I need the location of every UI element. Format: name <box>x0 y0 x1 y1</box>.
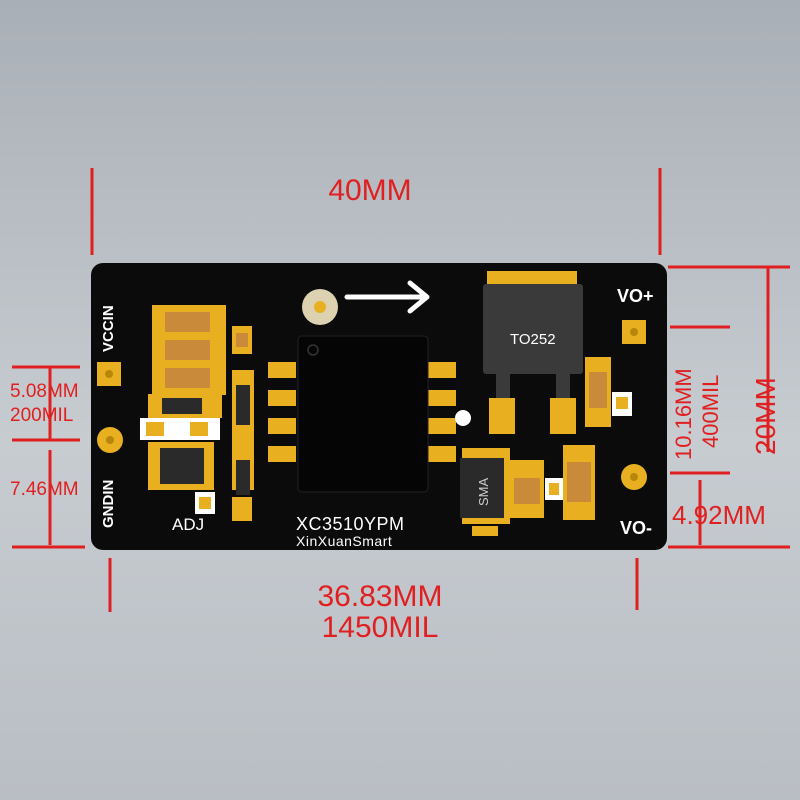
dim-width-bottom-mil: 1450MIL <box>321 611 439 644</box>
diode-label: SMA <box>476 477 491 506</box>
dimension-lines <box>12 168 790 612</box>
gndin-label: GNDIN <box>100 479 117 528</box>
vo-plus-label: VO+ <box>617 286 654 306</box>
direction-arrow <box>344 280 430 314</box>
package-label: TO252 <box>510 331 556 348</box>
vccin-label: VCCIN <box>100 305 117 352</box>
vo-minus-pad-hole <box>630 473 638 481</box>
mounting-hole-center <box>314 301 326 313</box>
dim-left-pitch-mm: 5.08MM <box>10 381 79 402</box>
main-ic <box>268 335 456 493</box>
dim-right-height: 20MM <box>750 377 781 455</box>
dim-width-top: 40MM <box>328 174 412 207</box>
dim-right-pitch-mil: 400MIL <box>698 374 723 448</box>
dim-width-bottom-mm: 36.83MM <box>317 580 443 613</box>
gndin-pad-hole <box>106 436 114 444</box>
white-dot <box>455 410 471 426</box>
to252-package <box>483 271 583 434</box>
adj-label: ADJ <box>172 515 205 534</box>
brand-label: XinXuanSmart <box>296 533 393 549</box>
vccin-pad-hole <box>105 370 113 378</box>
dim-left-pitch-mil: 200MIL <box>10 405 74 426</box>
dim-right-pitch-mm: 10.16MM <box>671 368 696 460</box>
vo-plus-pad-hole <box>630 328 638 336</box>
dim-right-offset: 4.92MM <box>672 500 766 530</box>
vo-minus-label: VO- <box>620 518 653 538</box>
ic-name-label: XC3510YPM <box>296 514 405 534</box>
dim-left-offset: 7.46MM <box>10 479 79 500</box>
smd-components <box>140 305 632 536</box>
